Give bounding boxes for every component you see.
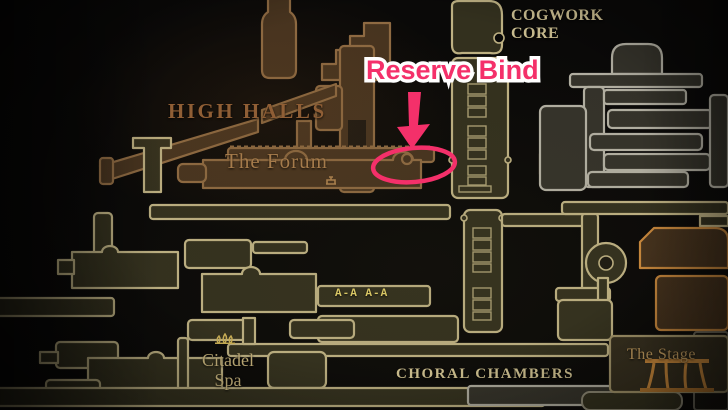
label-cogwork-line2: CORE xyxy=(511,25,560,42)
label-cogwork-core: COGWORK CORE xyxy=(511,7,603,43)
bench-icon xyxy=(324,172,338,190)
label-citadel-line2: Spa xyxy=(214,370,242,390)
label-cogwork-line1: COGWORK xyxy=(511,7,604,24)
label-the-forum: The Forum xyxy=(225,149,328,173)
label-the-stage: The Stage xyxy=(627,346,696,363)
spa-icon xyxy=(214,331,236,349)
bench-markers: A-A A-A xyxy=(335,288,389,300)
label-citadel-spa: Citadel Spa xyxy=(181,350,275,390)
label-high-halls: HIGH HALLS xyxy=(168,99,327,123)
label-citadel-line1: Citadel xyxy=(202,350,254,370)
label-choral-chambers: CHORAL CHAMBERS xyxy=(396,366,574,382)
